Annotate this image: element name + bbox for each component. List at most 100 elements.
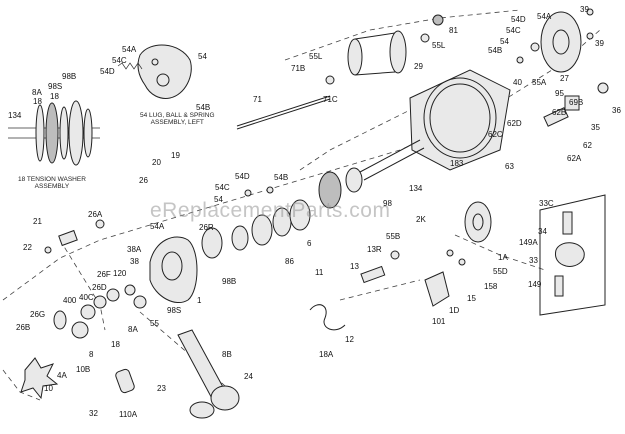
- part-label-10b: 10B: [76, 365, 91, 374]
- part-label-1d: 1D: [449, 306, 460, 315]
- part-label-55l_a: 55L: [309, 52, 323, 61]
- part-label-98b_top: 98B: [62, 72, 77, 81]
- part-label-400: 400: [63, 296, 77, 305]
- part-label-54a_top: 54A: [122, 45, 137, 54]
- part-label-4a: 4A: [57, 371, 67, 380]
- part-label-1a: 1A: [498, 253, 508, 262]
- part-label-54b_r: 54B: [488, 46, 503, 55]
- part-label-35: 35: [591, 123, 600, 132]
- part-label-55b: 55B: [386, 232, 401, 241]
- part-label-98s_m: 98S: [167, 306, 182, 315]
- side-plate-1: [44, 219, 198, 303]
- part-label-19: 19: [171, 151, 180, 160]
- tension-washer-caption: 18 TENSION WASHER ASSEMBLY: [18, 176, 86, 191]
- part-label-134a: 134: [8, 111, 22, 120]
- part-label-6: 6: [307, 239, 312, 248]
- lug-ball-spring-assembly: [117, 44, 192, 99]
- part-label-98: 98: [383, 199, 392, 208]
- part-label-54_top: 54: [198, 52, 207, 61]
- part-label-149: 149: [528, 280, 542, 289]
- part-label-13: 13: [350, 262, 359, 271]
- part-label-86: 86: [285, 257, 294, 266]
- part-label-40c: 40C: [79, 293, 94, 302]
- part-label-40: 40: [513, 78, 522, 87]
- part-label-95: 95: [555, 89, 564, 98]
- part-label-26r: 26R: [199, 223, 214, 232]
- part-label-11: 11: [315, 268, 324, 277]
- watermark: eReplacementParts.com: [150, 199, 391, 222]
- part-label-55: 55: [150, 319, 159, 328]
- part-label-54d_m: 54D: [235, 172, 250, 181]
- frame-183: [409, 69, 511, 171]
- tension-washer-assembly: [8, 100, 100, 166]
- part-label-62c: 62C: [488, 130, 503, 139]
- part-label-15: 15: [467, 294, 476, 303]
- part-label-54d_top: 54D: [100, 67, 115, 76]
- part-label-1: 1: [197, 296, 202, 305]
- part-label-26d: 26D: [92, 283, 107, 292]
- part-label-54c_top: 54C: [112, 56, 127, 65]
- part-label-54c_r: 54C: [506, 26, 521, 35]
- part-label-29: 29: [414, 62, 423, 71]
- part-label-33c: 33C: [539, 199, 554, 208]
- part-label-20: 20: [152, 158, 161, 167]
- part-label-62a: 62A: [567, 154, 582, 163]
- part-label-55l_b: 55L: [432, 41, 446, 50]
- part-label-183: 183: [450, 159, 464, 168]
- part-label-26f: 26F: [97, 270, 111, 279]
- part-label-98s_top: 98S: [48, 82, 63, 91]
- part-label-71b: 71B: [291, 64, 306, 73]
- lug-ball-spring-caption: 54 LUG, BALL & SPRING ASSEMBLY, LEFT: [140, 112, 215, 127]
- part-label-62: 62: [583, 141, 592, 150]
- part-label-54b_top: 54B: [196, 103, 211, 112]
- part-label-55a_r: 55A: [532, 78, 547, 87]
- part-label-39_a: 39: [580, 5, 589, 14]
- drag-washers: [20, 284, 147, 400]
- part-label-36: 36: [612, 106, 621, 115]
- part-label-23: 23: [157, 384, 166, 393]
- tension-washer-caption-line1: 18 TENSION WASHER: [18, 176, 86, 183]
- part-label-13r: 13R: [367, 245, 382, 254]
- part-label-54a_r: 54A: [537, 12, 552, 21]
- part-label-120: 120: [113, 269, 127, 278]
- part-label-24: 24: [244, 372, 253, 381]
- part-label-10: 10: [44, 384, 53, 393]
- part-label-54c_m: 54C: [215, 183, 230, 192]
- part-label-22: 22: [23, 243, 32, 252]
- part-label-2k: 2K: [416, 215, 426, 224]
- tension-washer-caption-line2: ASSEMBLY: [34, 183, 70, 191]
- part-label-54d_r: 54D: [511, 15, 526, 24]
- part-label-39_b: 39: [595, 39, 604, 48]
- part-label-55d: 55D: [493, 267, 508, 276]
- lug-ball-spring-caption-line2: ASSEMBLY, LEFT: [150, 119, 204, 127]
- part-label-33: 33: [529, 256, 538, 265]
- part-label-8: 8: [89, 350, 94, 359]
- clicker-inset: [539, 194, 606, 316]
- side-plate-27: [516, 8, 609, 127]
- part-label-62b: 62B: [552, 108, 567, 117]
- lug-ball-spring-caption-line1: 54 LUG, BALL & SPRING: [140, 112, 215, 119]
- part-label-134b: 134: [409, 184, 423, 193]
- gear-stack: [201, 139, 425, 259]
- part-label-18_m: 18: [111, 340, 120, 349]
- part-label-18a_m: 18A: [319, 350, 334, 359]
- part-label-38: 38: [130, 257, 139, 266]
- part-label-62d: 62D: [507, 119, 522, 128]
- part-label-8b: 8B: [222, 350, 232, 359]
- part-label-54b_m: 54B: [274, 173, 289, 182]
- part-label-27: 27: [560, 74, 569, 83]
- part-label-81: 81: [449, 26, 458, 35]
- right-middle-parts: [309, 201, 492, 331]
- part-label-71c: 71C: [323, 95, 338, 104]
- part-label-18_top2: 18: [50, 92, 59, 101]
- part-label-110a: 110A: [119, 410, 138, 419]
- part-label-149a: 149A: [519, 238, 538, 247]
- part-label-158: 158: [484, 282, 498, 291]
- part-label-8a_m: 8A: [128, 325, 138, 334]
- part-label-26a: 26A: [88, 210, 103, 219]
- part-label-98b_m: 98B: [222, 277, 237, 286]
- part-label-21: 21: [33, 217, 42, 226]
- part-label-32: 32: [89, 409, 98, 418]
